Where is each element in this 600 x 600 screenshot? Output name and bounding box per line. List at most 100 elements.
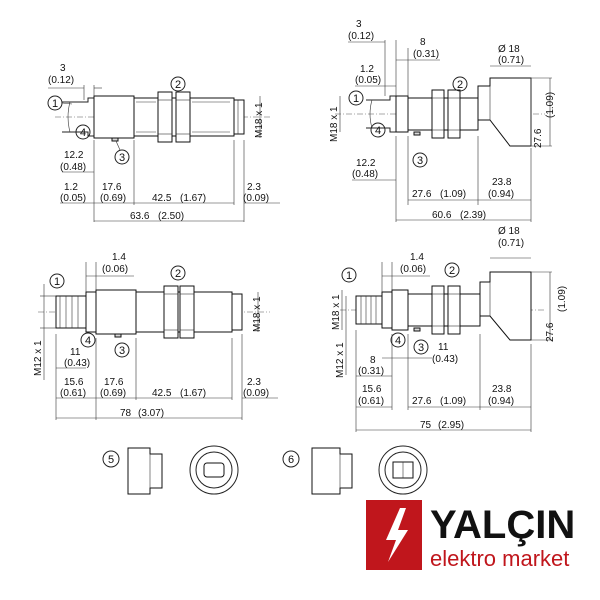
v4-dim-11b: (0.43) — [432, 354, 458, 365]
v2-callout-4: 4 — [375, 125, 381, 137]
v3-dim-78: 78 — [120, 408, 132, 419]
v4-dim-11: 11 — [438, 342, 449, 353]
brand-logo: YALÇIN elektro market — [366, 500, 575, 571]
v1-dim-2_3: 2.3 — [247, 182, 261, 193]
v3-dim-1_4: 1.4 — [112, 252, 126, 263]
v4-dim-27_6b: (1.09) — [440, 396, 466, 407]
v3-dim-15_6b: (0.61) — [60, 388, 86, 399]
detail-5-callout: 5 — [108, 454, 114, 466]
v4-dim-23_8b: (0.94) — [488, 396, 514, 407]
v4-thread2: M12 x 1 — [335, 342, 346, 378]
v2-dim-27_6vb: (1.09) — [545, 92, 556, 118]
v2-dim-27_6v: 27.6 — [533, 128, 544, 148]
v4-dim-75: 75 — [420, 420, 432, 431]
v2-dim-8: 8 — [420, 37, 426, 48]
detail-6-callout: 6 — [288, 454, 294, 466]
v1-dim-42_5b: (1.67) — [180, 193, 206, 204]
v2-dim-3: 3 — [356, 19, 362, 30]
v4-dim-1_4: 1.4 — [410, 252, 424, 263]
v2-dim-23_8: 23.8 — [492, 177, 512, 188]
v3-dim-17_6b: (0.69) — [100, 388, 126, 399]
v4-callout-4: 4 — [395, 335, 401, 347]
v4-dim-15_6: 15.6 — [362, 384, 382, 395]
logo-brand-text: YALÇIN — [430, 503, 575, 547]
v1-dim-63_6b: (2.50) — [158, 211, 184, 222]
detail-6: 6 — [282, 445, 428, 495]
v3-dim-11: 11 — [70, 347, 81, 358]
view-4: 1.4 (0.06) Ø 18 (0.71) 27.6 (1.09) M18 x… — [331, 226, 568, 432]
v1-dim-42_5: 42.5 — [152, 193, 172, 204]
v4-dim-27_6v: 27.6 — [545, 322, 556, 342]
v4-dim-75b: (2.95) — [438, 420, 464, 431]
v2-dim-27_6b: (1.09) — [440, 189, 466, 200]
v1-dim-17_6: 17.6 — [102, 182, 122, 193]
v3-dim-42_5: 42.5 — [152, 388, 172, 399]
v3-callout-3: 3 — [119, 345, 125, 357]
v3-dim-15_6: 15.6 — [64, 377, 84, 388]
logo-subtitle: elektro market — [430, 546, 569, 571]
v2-callout-2: 2 — [457, 79, 463, 91]
v4-thread: M18 x 1 — [331, 294, 342, 330]
v2-thread: M18 x 1 — [329, 106, 340, 142]
v4-dim-27_6: 27.6 — [412, 396, 432, 407]
v2-dim-60_6b: (2.39) — [460, 210, 486, 221]
lightning-icon — [386, 508, 408, 562]
v2-dim-12_2b: (0.48) — [352, 169, 378, 180]
v2-callout-1: 1 — [353, 93, 359, 105]
v4-callout-3: 3 — [418, 342, 424, 354]
v3-dim-1_4b: (0.06) — [102, 264, 128, 275]
v1-dim-63_6: 63.6 — [130, 211, 150, 222]
v1-dim-17_6b: (0.69) — [100, 193, 126, 204]
v1-dim-1_2: 1.2 — [64, 182, 78, 193]
v2-dim-dia18: Ø 18 — [498, 44, 520, 55]
v4-callout-2: 2 — [449, 265, 455, 277]
v1-thread: M18 x 1 — [254, 102, 265, 138]
v1-callout-1: 1 — [52, 98, 58, 110]
v2-dim-1_2: 1.2 — [360, 64, 374, 75]
v1-callout-3: 3 — [119, 152, 125, 164]
v2-dim-23_8b: (0.94) — [488, 189, 514, 200]
v2-callout-3: 3 — [417, 155, 423, 167]
v1-dim-3b: (0.12) — [48, 75, 74, 86]
v4-dim-15_6b: (0.61) — [358, 396, 384, 407]
v1-dim-3: 3 — [60, 63, 66, 74]
v4-dim-23_8: 23.8 — [492, 384, 512, 395]
detail-5: 5 — [102, 445, 239, 495]
v3-thread: M18 x 1 — [252, 296, 263, 332]
v4-dim-8b: (0.31) — [358, 366, 384, 377]
v2-dim-1_2b: (0.05) — [355, 75, 381, 86]
v2-dim-8b: (0.31) — [413, 49, 439, 60]
v3-callout-2: 2 — [175, 268, 181, 280]
v3-thread2: M12 x 1 — [33, 340, 44, 376]
v3-dim-78b: (3.07) — [138, 408, 164, 419]
v3-dim-42_5b: (1.67) — [180, 388, 206, 399]
v1-dim-2_3b: (0.09) — [243, 193, 269, 204]
v1-dim-1_2b: (0.05) — [60, 193, 86, 204]
v4-callout-1: 1 — [346, 270, 352, 282]
v4-dim-8: 8 — [370, 355, 376, 366]
v2-dim-3b: (0.12) — [348, 31, 374, 42]
v1-dim-12_2: 12.2 — [64, 150, 84, 161]
v2-dim-12_2: 12.2 — [356, 158, 376, 169]
v4-dim-27_6vb: (1.09) — [557, 286, 568, 312]
view-3: 1.4 (0.06) M12 x 1 11 (0.43) 15.6 (0.61)… — [33, 252, 278, 420]
v1-callout-4: 4 — [80, 127, 86, 139]
v1-dim-12_2b: (0.48) — [60, 162, 86, 173]
v4-dim-dia18b: (0.71) — [498, 238, 524, 249]
v3-dim-11b: (0.43) — [64, 358, 90, 369]
v2-dim-60_6: 60.6 — [432, 210, 452, 221]
v3-dim-17_6: 17.6 — [104, 377, 124, 388]
view-1: 3 (0.12) 12.2 (0.48) 1.2 (0.05) 17.6 (0.… — [47, 63, 280, 222]
v1-callout-2: 2 — [175, 79, 181, 91]
v2-dim-dia18b: (0.71) — [498, 55, 524, 66]
v4-dim-1_4b: (0.06) — [400, 264, 426, 275]
v3-dim-2_3: 2.3 — [247, 377, 261, 388]
view-2: 3 (0.12) 8 (0.31) Ø 18 (0.71) 1.2 (0.05)… — [329, 19, 556, 222]
v2-dim-27_6: 27.6 — [412, 189, 432, 200]
v4-dim-dia18: Ø 18 — [498, 226, 520, 237]
v3-callout-1: 1 — [54, 276, 60, 288]
v3-dim-2_3b: (0.09) — [243, 388, 269, 399]
v3-callout-4: 4 — [85, 335, 91, 347]
